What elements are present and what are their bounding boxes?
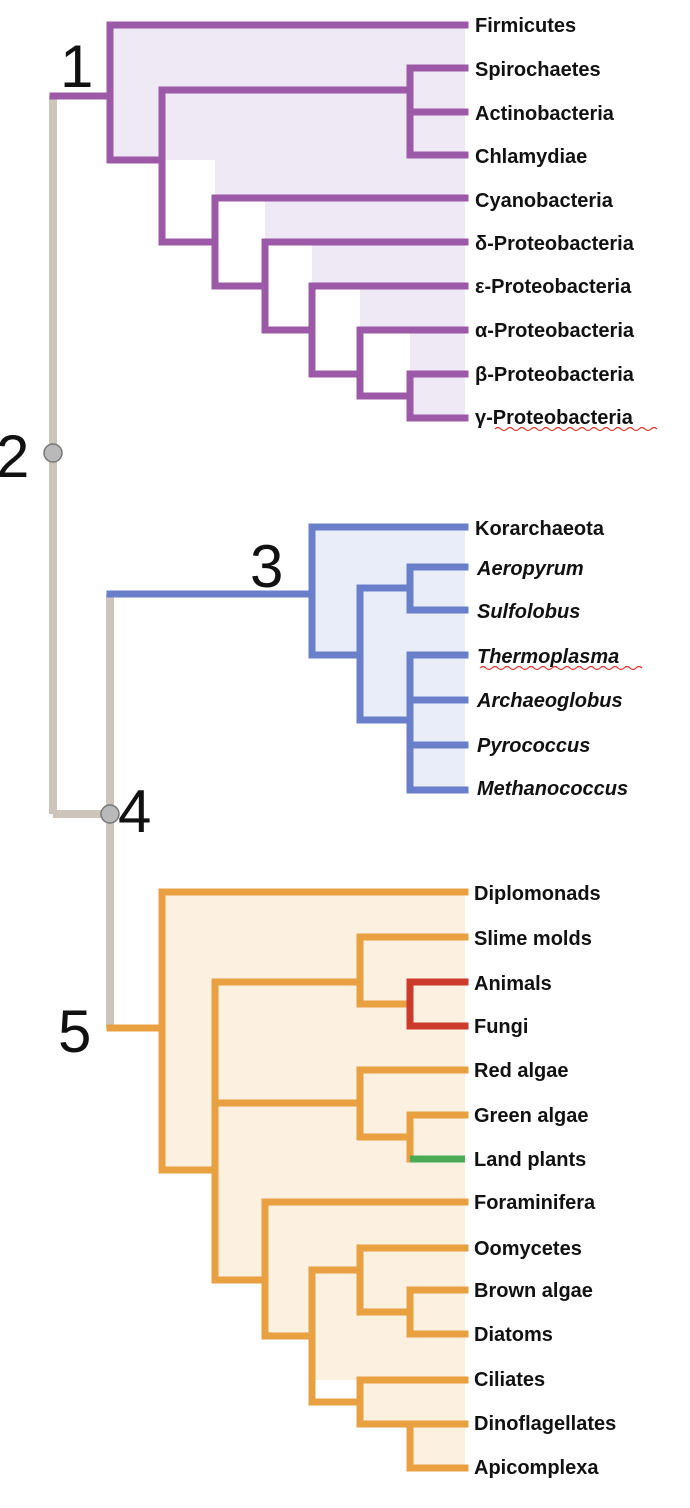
spellcheck-underline bbox=[479, 665, 643, 671]
tip-label: Apicomplexa bbox=[474, 1457, 599, 1479]
tip-label: Actinobacteria bbox=[475, 103, 615, 125]
tip-label: Foraminifera bbox=[474, 1192, 596, 1214]
tip-label: ε-Proteobacteria bbox=[475, 276, 632, 298]
tip-label: Brown algae bbox=[474, 1280, 593, 1302]
tip-label: Chlamydiae bbox=[475, 146, 587, 168]
tip-label: Aeropyrum bbox=[476, 558, 584, 580]
tip-label: Slime molds bbox=[474, 928, 592, 950]
node-number-4: 4 bbox=[118, 778, 151, 845]
node-number-5: 5 bbox=[58, 998, 91, 1065]
node-number-3: 3 bbox=[250, 533, 283, 600]
node-4-marker bbox=[100, 804, 120, 824]
tip-label: Diatoms bbox=[474, 1324, 553, 1346]
animals-fungi-branches bbox=[406, 978, 469, 1030]
tip-label: Methanococcus bbox=[477, 778, 628, 800]
node-number-1: 1 bbox=[60, 33, 93, 100]
tip-label: Sulfolobus bbox=[477, 601, 580, 623]
tip-label: Land plants bbox=[474, 1149, 586, 1171]
tip-label: Ciliates bbox=[474, 1369, 545, 1391]
root-trunk bbox=[45, 96, 114, 1028]
tip-label: Cyanobacteria bbox=[475, 190, 614, 212]
tip-label: Pyrococcus bbox=[477, 735, 590, 757]
tip-label: Korarchaeota bbox=[475, 518, 605, 540]
tip-label: Animals bbox=[474, 973, 552, 995]
tip-label: β-Proteobacteria bbox=[475, 364, 635, 386]
eukarya-clade-shade bbox=[162, 892, 465, 1468]
tip-label: Thermoplasma bbox=[477, 646, 619, 668]
node-2-marker bbox=[43, 443, 63, 463]
node-markers bbox=[43, 443, 120, 824]
eukarya-branches bbox=[106, 888, 469, 1472]
archaea-branches bbox=[106, 523, 469, 794]
tip-label: Spirochaetes bbox=[475, 59, 601, 81]
bacteria-branches bbox=[49, 21, 469, 422]
tip-label: Archaeoglobus bbox=[476, 690, 623, 712]
bacteria-clade-shade bbox=[110, 25, 465, 418]
tip-label: Green algae bbox=[474, 1105, 589, 1127]
archaea-labels: Korarchaeota Aeropyrum Sulfolobus Thermo… bbox=[475, 518, 628, 800]
tip-label: Oomycetes bbox=[474, 1238, 582, 1260]
tip-label: α-Proteobacteria bbox=[475, 320, 635, 342]
eukarya-labels: Diplomonads Slime molds Animals Fungi Re… bbox=[474, 883, 616, 1479]
node-number-2: 2 bbox=[0, 423, 29, 490]
tip-label: Red algae bbox=[474, 1060, 568, 1082]
tip-label: Diplomonads bbox=[474, 883, 601, 905]
tip-label: δ-Proteobacteria bbox=[475, 233, 635, 255]
tip-label: Firmicutes bbox=[475, 15, 576, 37]
archaea-clade-shade bbox=[312, 527, 465, 790]
bacteria-labels: Firmicutes Spirochaetes Actinobacteria C… bbox=[475, 15, 635, 429]
spellcheck-underline bbox=[494, 426, 658, 432]
tip-label: Dinoflagellates bbox=[474, 1413, 616, 1435]
tip-label: γ-Proteobacteria bbox=[475, 407, 634, 429]
tip-label: Fungi bbox=[474, 1016, 528, 1038]
